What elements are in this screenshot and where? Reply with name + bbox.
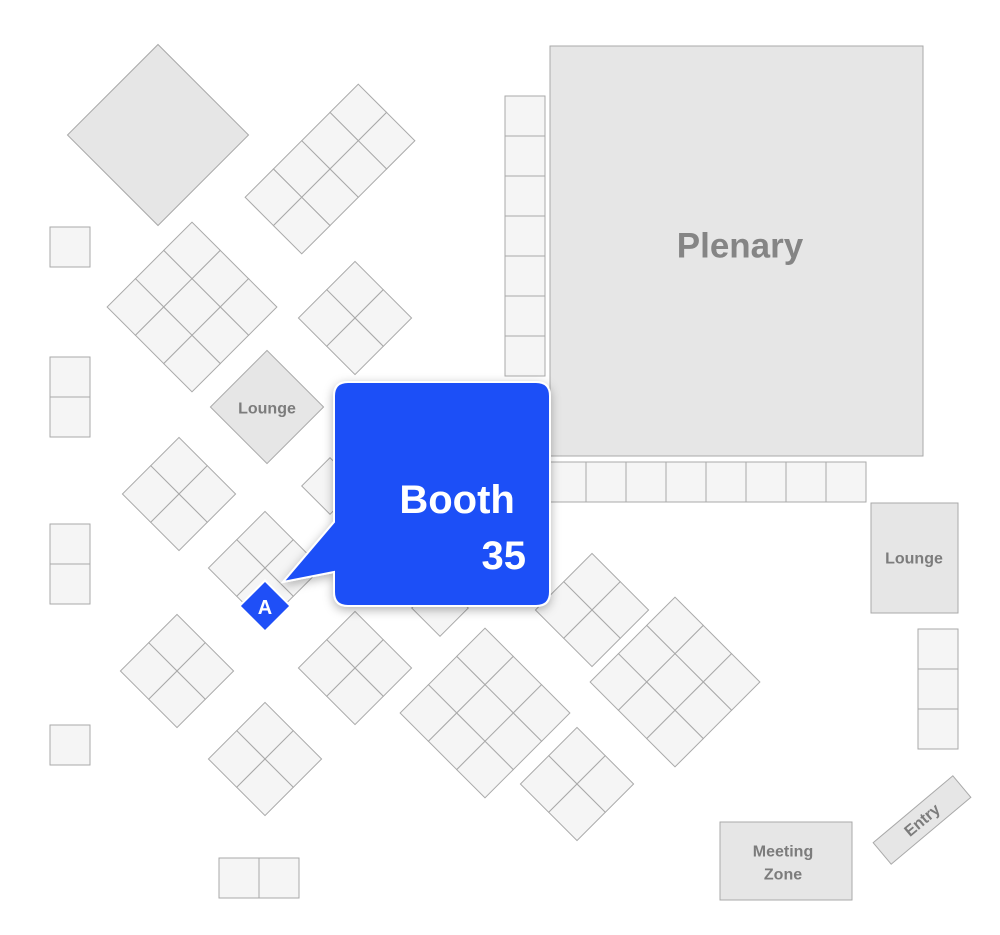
booth-cell[interactable]	[163, 334, 221, 393]
booth-cluster	[244, 83, 416, 255]
location-marker-letter: A	[258, 597, 272, 619]
booth-cell[interactable]	[563, 609, 621, 668]
booth-cell[interactable]	[504, 135, 546, 177]
entry[interactable]: Entry	[872, 775, 972, 865]
booth-cell[interactable]	[585, 461, 627, 503]
location-marker-diamond	[238, 579, 292, 633]
lounge-right[interactable]	[870, 502, 959, 614]
entry-box[interactable]	[872, 775, 972, 865]
reserved-area-top-left[interactable]	[66, 43, 250, 227]
booth-cell[interactable]	[504, 335, 546, 377]
booth-cluster	[519, 726, 635, 842]
location-marker[interactable]: A	[238, 579, 292, 633]
meeting-zone-label-line2: Zone	[764, 867, 802, 884]
booth-cell[interactable]	[504, 295, 546, 337]
booth-cell[interactable]	[218, 857, 260, 899]
booth-rows	[49, 95, 959, 899]
booth-cell[interactable]	[504, 255, 546, 297]
booth-cell[interactable]	[326, 317, 384, 376]
booth-cell[interactable]	[545, 461, 587, 503]
booth-cell[interactable]	[625, 461, 667, 503]
booth-cell[interactable]	[504, 95, 546, 137]
lounge-right-label: Lounge	[885, 551, 943, 568]
booth-cluster	[106, 221, 278, 393]
booth-cell[interactable]	[272, 196, 331, 255]
booth-cell[interactable]	[49, 724, 91, 766]
meeting-zone[interactable]	[719, 821, 853, 901]
callout-line-2: 35	[482, 534, 527, 578]
booth-cell[interactable]	[49, 523, 91, 565]
booth-cell[interactable]	[504, 175, 546, 217]
booth-cell[interactable]	[49, 563, 91, 605]
booth-cell[interactable]	[825, 461, 867, 503]
booth-cell[interactable]	[745, 461, 787, 503]
lounge-left[interactable]	[209, 349, 325, 465]
booth-cluster	[207, 701, 323, 817]
plenary-label: Plenary	[677, 227, 804, 266]
booth-cluster	[297, 260, 413, 376]
booth-cell[interactable]	[49, 356, 91, 398]
lounge-left-label: Lounge	[238, 401, 296, 418]
booth-cluster	[589, 596, 761, 768]
booth-cell[interactable]	[705, 461, 747, 503]
booth-cell[interactable]	[785, 461, 827, 503]
booth-cell[interactable]	[548, 783, 606, 842]
booth-cell[interactable]	[258, 857, 300, 899]
booth-cluster	[399, 627, 571, 799]
booth-callout[interactable]	[280, 381, 551, 607]
meeting-zone-label-line1: Meeting	[753, 844, 813, 861]
booth-cell[interactable]	[646, 709, 704, 768]
callout-line-1: Booth	[399, 478, 515, 522]
booth-cell[interactable]	[49, 226, 91, 268]
booth-cell[interactable]	[150, 493, 208, 552]
booth-cluster	[121, 436, 237, 552]
booth-cell[interactable]	[148, 670, 206, 729]
booth-cell[interactable]	[326, 667, 384, 726]
booth-cell[interactable]	[49, 396, 91, 438]
booth-cell[interactable]	[665, 461, 707, 503]
booth-clusters	[106, 83, 761, 842]
booth-cell[interactable]	[504, 215, 546, 257]
callout-booth-label: Booth 35	[399, 478, 526, 578]
booth-cell[interactable]	[236, 758, 294, 817]
booth-cluster	[297, 610, 413, 726]
callout-bubble	[280, 381, 551, 607]
booth-cell[interactable]	[456, 740, 514, 799]
booth-cell[interactable]	[917, 668, 959, 710]
plenary-hall[interactable]	[549, 45, 924, 457]
booth-cluster	[119, 613, 235, 729]
booth-cell[interactable]	[917, 708, 959, 750]
booth-cell[interactable]	[917, 628, 959, 670]
